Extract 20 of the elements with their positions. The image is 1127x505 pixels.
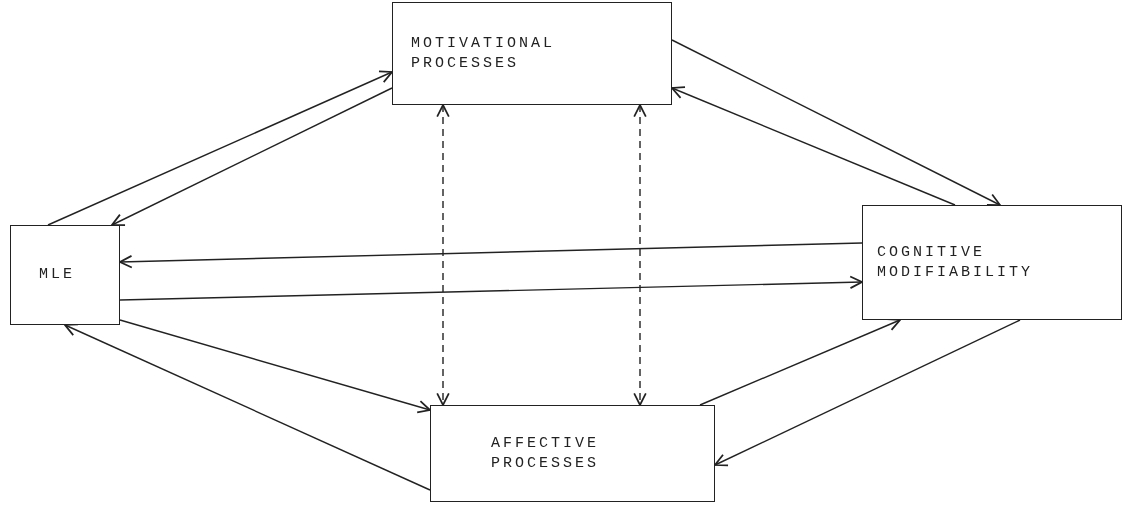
process-box [10, 225, 120, 325]
arrow [699, 318, 901, 406]
box-label: COGNITIVE MODIFIABILITY [877, 243, 1035, 282]
arrow [64, 323, 431, 491]
arrow [47, 70, 393, 226]
process-box [392, 2, 672, 105]
dashed-arrow [633, 104, 647, 406]
arrow [119, 319, 431, 414]
box-label: AFFECTIVE PROCESSES [491, 434, 600, 473]
dashed-arrow [436, 104, 450, 406]
arrow [671, 86, 956, 206]
process-box [862, 205, 1122, 320]
arrow [119, 275, 863, 301]
arrow [111, 87, 393, 226]
box-label: MLE [39, 265, 75, 285]
process-box [430, 405, 715, 502]
arrow [714, 319, 1021, 467]
box-label: MOTIVATIONAL PROCESSES [411, 34, 557, 73]
arrow [671, 39, 1001, 206]
arrow [119, 242, 863, 269]
